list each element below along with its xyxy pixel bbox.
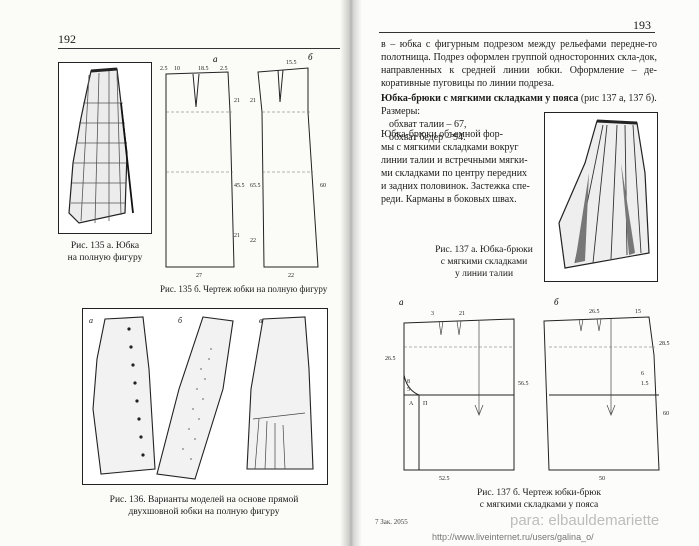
dim-137-6: 5 [407, 387, 410, 393]
dim-137-14: 1.5 [641, 381, 649, 387]
fig135b-caption: Рис. 135 б. Чертеж юбки на полную фигуру [160, 284, 328, 294]
dim-137-3: 21 [459, 311, 465, 317]
dim-137-5: 8 [407, 379, 410, 385]
sizes-label: Размеры: [381, 106, 421, 117]
desc-line-6: реди. Карманы в боковых швах. [381, 194, 517, 205]
watermark-source: para: elbauldemariette [510, 512, 660, 529]
fig137a-caption-line2: с мягкими складками [440, 257, 528, 267]
dim-137-12: 28.5 [659, 341, 670, 347]
fig137a-caption-line1: Рис. 137 а. Юбка-брюки [435, 245, 533, 255]
right-body-text: в – юбка с фигурным подрезом между релье… [381, 38, 657, 144]
dim-135-11: 65.5 [250, 183, 261, 189]
dim-135-13: 22 [250, 238, 256, 244]
fig135a-caption-line2: на полную фигуру [67, 253, 143, 263]
page-footnote: 7 Зак. 2055 [375, 518, 408, 526]
dim-135-14: 22 [288, 273, 294, 279]
dim-135-9: 15.5 [286, 60, 297, 66]
dim-137-9: 52.5 [439, 476, 450, 482]
left-page: 192 [0, 0, 349, 546]
fig135a-skirt-illustration [68, 67, 134, 224]
drawing135-label-a: а [213, 54, 218, 64]
fig136-label-c: в [259, 316, 263, 325]
desc-line-3: линии талии и встречными мягки- [381, 155, 528, 166]
paragraph-variant-c: в – юбка с фигурным подрезом между релье… [381, 39, 657, 89]
heading-culottes: Юбка-брюки с мягкими складками у пояса [381, 93, 579, 104]
fig136-label-b: б [178, 316, 183, 325]
dim-137-7: А [409, 401, 414, 407]
description-block: Юбка-брюки объемной фор- мы с мягкими ск… [381, 128, 547, 206]
dim-135-1: 2.5 [160, 66, 168, 72]
fig136-caption-line2: двухшовной юбки на полную фигуру [128, 507, 280, 517]
page-number-right: 193 [633, 18, 651, 32]
dim-137-13: 6 [641, 371, 644, 377]
desc-line-5: и задних половинок. Застежка спе- [381, 181, 530, 192]
fig136-caption-line1: Рис. 136. Варианты моделей на основе пря… [109, 495, 299, 505]
dim-135-3: 18.5 [198, 66, 209, 72]
dim-137-16: 50 [599, 476, 605, 482]
dim-135-2: 10 [174, 66, 180, 72]
fig136-caption: Рис. 136. Варианты моделей на основе пря… [66, 494, 342, 518]
dim-135-5: 21 [234, 98, 240, 104]
desc-line-4: ми складками по центру передних [381, 168, 528, 179]
dim-135-8: 27 [196, 273, 202, 279]
dim-137-2: 3 [431, 311, 434, 317]
fig137b-caption-line1: Рис. 137 б. Чертеж юбки-брюк [477, 488, 601, 498]
right-page: 193 в – юбка с фигурным подрезом между р… [349, 0, 699, 546]
drawing135-label-b: б [308, 52, 313, 62]
dim-135-6: 45.5 [234, 183, 245, 189]
drawing137-label-a: а [399, 297, 404, 307]
dim-135-7: 21 [234, 233, 240, 239]
waist-size: обхват талии – 67, [389, 119, 467, 130]
header-rule-left [58, 48, 340, 49]
fig137b-pattern-drawing: а б [385, 297, 670, 482]
fig135b-pattern-drawing: а б 2.5 10 18.5 2.5 [160, 52, 326, 279]
heading-figure-ref: (рис 137 а, 137 б). [578, 93, 657, 104]
page-number-left: 192 [58, 32, 76, 46]
dim-137-10: 26.5 [589, 309, 600, 315]
fig135a-frame [58, 62, 152, 234]
dim-137-11: 15 [635, 309, 641, 315]
desc-line-2: мы с мягкими складками вокруг [381, 142, 519, 153]
fig136-frame: а б в [82, 308, 328, 485]
hip-size: обхват бедер – 94. [389, 132, 466, 143]
dim-137-4: 56.5 [518, 381, 529, 387]
dim-135-4: 2.5 [220, 66, 228, 72]
drawing137-label-b: б [554, 297, 559, 307]
fig137a-culottes-illustration [558, 119, 650, 269]
fig137b-caption-line2: с мягкими складками у пояса [479, 500, 599, 510]
dim-137-8: П [423, 401, 428, 407]
book-spine-shadow [340, 0, 362, 546]
dim-135-10: 21 [250, 98, 256, 104]
fig136-label-a: а [89, 316, 93, 325]
fig137a-frame [544, 112, 658, 282]
header-rule-right [379, 32, 655, 33]
fig137a-caption: Рис. 137 а. Юбка-брюки с мягкими складка… [424, 244, 544, 280]
fig135a-caption-line1: Рис. 135 а. Юбка [70, 241, 140, 251]
dim-137-1: 26.5 [385, 356, 396, 362]
desc-line-1: Юбка-брюки объемной фор- [381, 129, 503, 140]
watermark-url: http://www.liveinternet.ru/users/galina_… [432, 532, 594, 542]
dim-135-12: 60 [320, 183, 326, 189]
heading-paragraph: Юбка-брюки с мягкими складками у пояса (… [381, 92, 657, 105]
fig137b-caption: Рис. 137 б. Чертеж юбки-брюк с мягкими с… [449, 487, 629, 511]
fig137a-caption-line3: у линии талии [454, 269, 514, 279]
fig135a-caption: Рис. 135 а. Юбка на полную фигуру [56, 240, 154, 264]
dim-137-15: 60 [663, 411, 669, 417]
fig136-skirt-variants: а б в [89, 316, 314, 480]
